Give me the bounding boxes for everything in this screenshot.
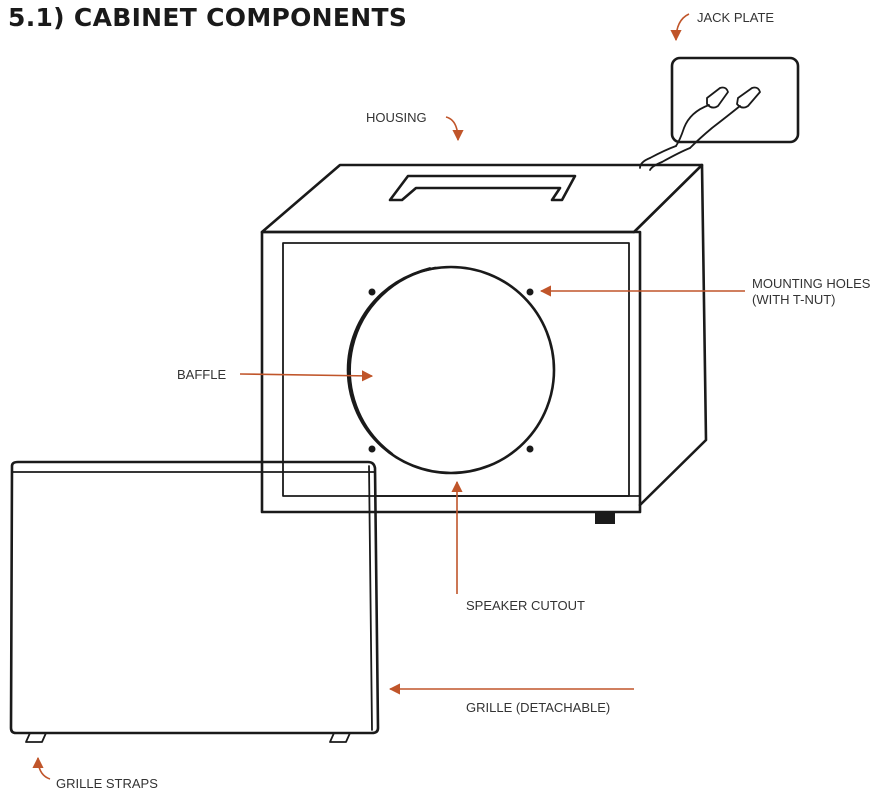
mounting-holes — [368, 288, 534, 453]
baffle-arrow — [239, 370, 374, 382]
grille-panel — [9, 460, 380, 743]
baffle-label: BAFFLE — [177, 367, 226, 382]
jack-plate — [639, 56, 800, 171]
jack-plate-label: JACK PLATE — [697, 10, 774, 25]
speaker-cutout-label: SPEAKER CUTOUT — [466, 598, 585, 613]
grille-straps-label: GRILLE STRAPS — [56, 776, 158, 791]
mounting-holes-label: MOUNTING HOLES — [752, 276, 871, 291]
housing-arrow — [445, 116, 464, 142]
jack-plate-arrow — [670, 13, 690, 42]
grille-label: GRILLE (DETACHABLE) — [466, 700, 610, 715]
grille-straps-arrow — [32, 756, 51, 780]
speaker-cutout — [346, 265, 556, 475]
page-title: 5.1) CABINET COMPONENTS — [8, 3, 408, 32]
mounting-holes-sublabel: (WITH T-NUT) — [752, 292, 836, 307]
housing-label: HOUSING — [366, 110, 427, 125]
housing — [260, 163, 708, 524]
